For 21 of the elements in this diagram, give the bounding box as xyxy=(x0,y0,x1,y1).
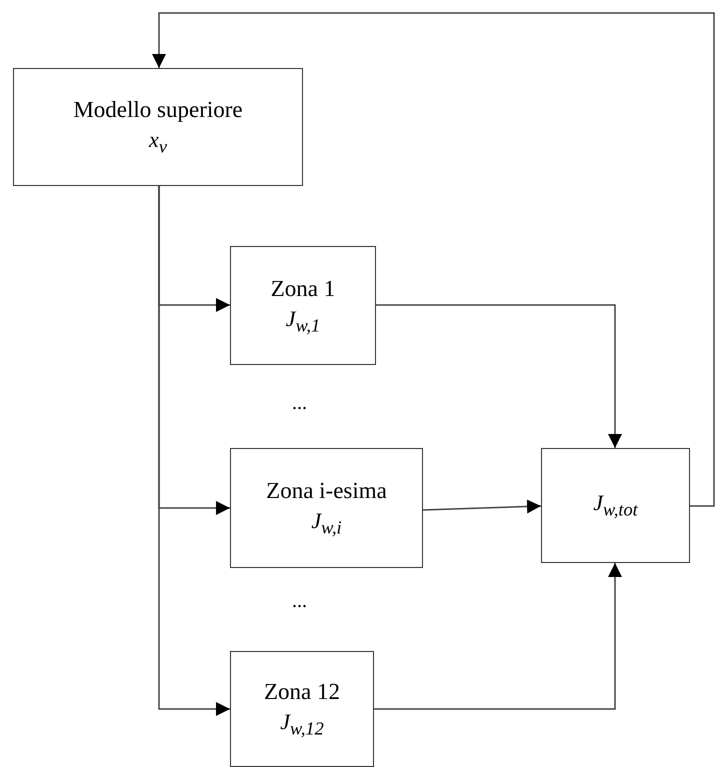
process-box xyxy=(541,448,690,563)
variable-symbol: x$_{v}$ xyxy=(149,126,167,159)
ellipsis: ... xyxy=(292,590,307,613)
arrow xyxy=(376,304,622,448)
variable-symbol: J$_{w,1}$ xyxy=(286,304,320,338)
arrow xyxy=(152,12,715,507)
variable-symbol: J$_{w,i}$ xyxy=(311,507,342,540)
process-box xyxy=(230,651,374,767)
variable-symbol: J$_{w,tot}$ xyxy=(593,489,638,522)
process-box xyxy=(230,246,376,365)
box-title: Zona 1 xyxy=(270,274,336,303)
box-title: Zona i-esima xyxy=(266,477,387,506)
arrow xyxy=(422,499,542,514)
arrow xyxy=(374,563,622,710)
process-box xyxy=(13,68,303,186)
ellipsis: ... xyxy=(292,392,307,415)
variable-symbol: J$_{w,12}$ xyxy=(280,708,324,741)
box-title: Modello superiore xyxy=(73,96,243,124)
box-title: Zona 12 xyxy=(264,678,340,706)
process-box xyxy=(230,448,423,568)
arrow xyxy=(158,186,230,716)
